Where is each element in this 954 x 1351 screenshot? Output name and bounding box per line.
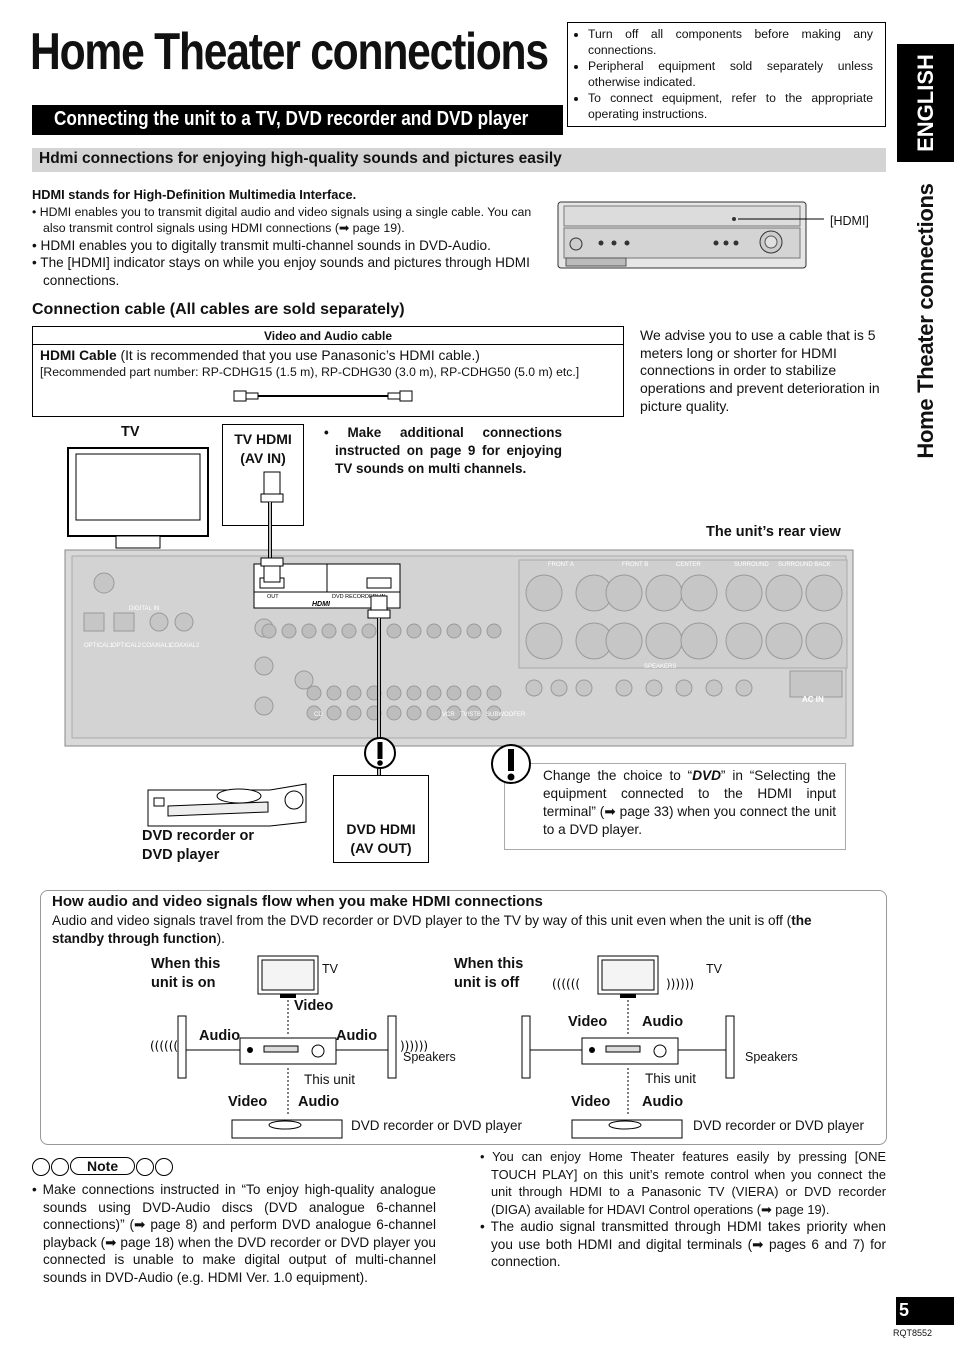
flow-left-tv: TV <box>322 962 338 976</box>
tips: • You can enjoy Home Theater features ea… <box>480 1148 886 1271</box>
precaution-item: Turn off all components before making an… <box>588 26 873 58</box>
svg-text:)))))): )))))) <box>666 977 694 991</box>
flow-left-audio-right: Audio <box>336 1028 378 1044</box>
tip-item: • You can enjoy Home Theater features ea… <box>480 1149 887 1217</box>
note-label: Note <box>70 1157 136 1175</box>
precautions-box: Turn off all components before making an… <box>567 22 886 127</box>
rear-panel-illustration: FRONT A FRONT B CENTER SURROUND SURROUND… <box>64 549 854 747</box>
note-header: Note <box>32 1157 174 1176</box>
cable-box: Video and Audio cable HDMI Cable (It is … <box>32 326 624 417</box>
rear-coaxial1: COAXIAL1 <box>142 643 172 649</box>
precaution-item: To connect equipment, refer to the appro… <box>588 90 873 122</box>
cable-heading: Connection cable (All cables are sold se… <box>32 301 405 318</box>
tv-hdmi-label: TV HDMI <box>234 431 292 447</box>
cable-note: (It is recommended that you use Panasoni… <box>116 348 480 363</box>
hdmi-bullet: • HDMI enables you to transmit digital a… <box>32 204 532 236</box>
rear-speakers: SPEAKERS <box>644 664 676 670</box>
flow-left-player: DVD recorder or DVD player <box>351 1118 523 1133</box>
tv-hdmi-box: TV HDMI (AV IN) <box>222 424 304 526</box>
precaution-item: Peripheral equipment sold separately unl… <box>588 58 873 90</box>
caution-icon-small <box>364 737 396 769</box>
language-tab: ENGLISH <box>897 44 954 162</box>
dvd-hdmi-box: DVD HDMI (AV OUT) <box>333 775 429 863</box>
front-panel-illustration <box>557 201 824 269</box>
tip-item: • The audio signal transmitted through H… <box>480 1219 886 1269</box>
flow-left-video-top: Video <box>294 998 334 1014</box>
flow-left-speakers: Speakers <box>403 1050 456 1064</box>
rear-hdmi-out: OUT <box>267 594 279 600</box>
flow-right-speakers: Speakers <box>745 1050 798 1064</box>
flow-heading: How audio and video signals flow when yo… <box>52 893 543 910</box>
flow-right-video-bottom: Video <box>571 1094 611 1110</box>
cable-name: HDMI Cable <box>40 348 117 363</box>
rear-subwoofer: SUBWOOFER <box>486 712 526 718</box>
caution-icon <box>491 744 531 784</box>
rear-tvstb: TV/STB <box>460 712 481 718</box>
rear-digital-in: DIGITAL IN <box>129 606 159 612</box>
svg-text:((((((: (((((( <box>150 1039 178 1053</box>
caution-box <box>504 763 846 850</box>
section-bar: Connecting the unit to a TV, DVD recorde… <box>32 105 563 135</box>
flow-right-video-top: Video <box>568 1014 608 1030</box>
section-tab: Home Theater connections <box>912 183 938 459</box>
flow-right-audio-bottom: Audio <box>642 1094 684 1110</box>
tv-label: TV <box>121 424 140 440</box>
flow-right-audio-top: Audio <box>642 1014 684 1030</box>
dvd-device-label: DVD recorder or DVD player <box>142 828 255 863</box>
rear-center: CENTER <box>676 562 701 568</box>
tv-hdmi-sublabel: (AV IN) <box>240 450 286 466</box>
hdmi-intro: HDMI stands for High-Definition Multimed… <box>32 186 532 289</box>
rear-surround-back: SURROUND BACK <box>778 562 831 568</box>
cable-box-header: Video and Audio cable <box>33 327 623 345</box>
rear-vcr: VCR <box>442 712 455 718</box>
rear-optical1: OPTICAL1 <box>84 643 114 649</box>
caution-text: Change the choice to “DVD” in “Selecting… <box>543 768 836 837</box>
flow-left-this-unit: This unit <box>304 1072 356 1087</box>
dvd-hdmi-sublabel: (AV OUT) <box>350 840 412 856</box>
flow-left-audio-bottom: Audio <box>298 1094 340 1110</box>
rear-coaxial2: COAXIAL2 <box>170 643 200 649</box>
cable-advice: We advise you to use a cable that is 5 m… <box>640 327 880 414</box>
svg-text:)))))): )))))) <box>400 1039 428 1053</box>
rear-surround: SURROUND <box>734 562 769 568</box>
tv-illustration <box>67 447 209 549</box>
dvd-player-illustration <box>147 783 307 827</box>
side-tab: ENGLISH Home Theater connections <box>897 44 954 480</box>
rear-ac-in: AC IN <box>802 695 824 704</box>
document-code: RQT8552 <box>893 1328 933 1338</box>
flow-left-audio-left: Audio <box>199 1028 241 1044</box>
rear-hdmi-dvd-in: DVD RECORDER) IN <box>332 594 386 600</box>
cable-parts: [Recommended part number: RP-CDHG15 (1.5… <box>40 365 580 379</box>
flow-left-video-bottom: Video <box>228 1094 268 1110</box>
rear-optical2: OPTICAL2 <box>112 643 142 649</box>
rear-view-label: The unit’s rear view <box>706 524 841 540</box>
page-number: 5 <box>896 1297 954 1325</box>
note-text: • Make connections instructed in “To enj… <box>32 1182 436 1285</box>
signal-flow-box <box>40 890 887 1145</box>
flow-right-this-unit: This unit <box>645 1071 697 1086</box>
flow-right-tv: TV <box>706 962 722 976</box>
rear-cd: CD <box>314 712 323 718</box>
hdmi-bullet: • The [HDMI] indicator stays on while yo… <box>32 255 530 288</box>
flow-diagrams: (((((( )))))) (((((( )))))) <box>150 955 735 1139</box>
rear-front-b: FRONT B <box>622 562 648 568</box>
cable-name-line: HDMI Cable (It is recommended that you u… <box>33 345 623 363</box>
flow-body: Audio and video signals travel from the … <box>52 913 812 946</box>
rear-hdmi-logo: HDMI <box>312 601 331 608</box>
additional-connections-note: • Make additional connections instructed… <box>324 425 563 476</box>
page-title: Home Theater connections <box>30 23 549 81</box>
subsection-heading: Hdmi connections for enjoying high-quali… <box>32 148 886 172</box>
hdmi-cable-icon <box>233 390 413 402</box>
hdmi-indicator-label: [HDMI] <box>830 214 869 228</box>
hdmi-bullet: • HDMI enables you to digitally transmit… <box>32 237 491 253</box>
flow-right-player: DVD recorder or DVD player <box>693 1118 865 1133</box>
dvd-hdmi-label: DVD HDMI <box>346 821 416 837</box>
rear-front-a: FRONT A <box>548 562 574 568</box>
svg-text:((((((: (((((( <box>552 977 580 991</box>
hdmi-definition: HDMI stands for High-Definition Multimed… <box>32 187 357 202</box>
